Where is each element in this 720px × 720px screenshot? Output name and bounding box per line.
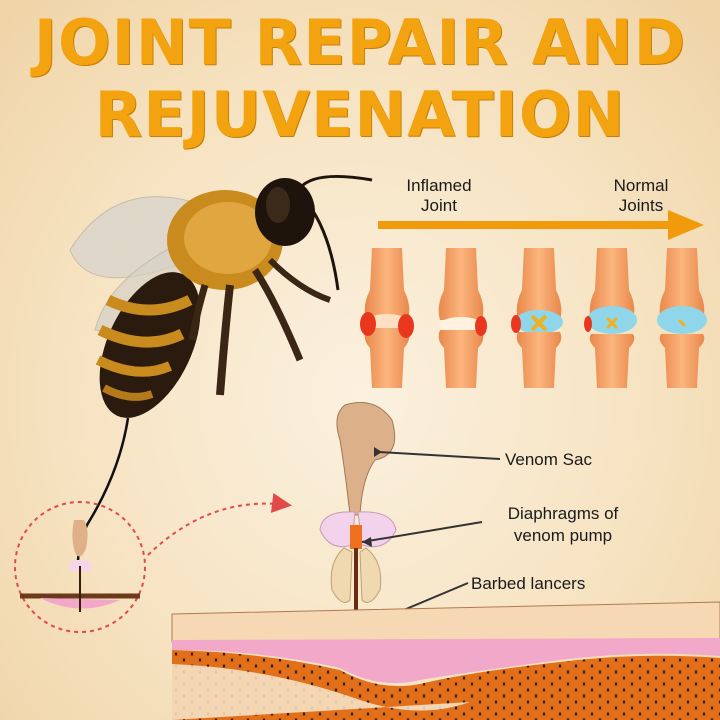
start-label-line-2: Joint <box>421 196 457 215</box>
joint-stage-5 <box>657 248 707 388</box>
stinger-apparatus <box>319 402 397 672</box>
zoom-circle <box>14 501 146 633</box>
start-label-line-1: Inflamed <box>406 176 472 195</box>
zoom-arrow <box>147 493 292 556</box>
end-label-line-1: Normal <box>613 176 669 195</box>
joint-stage-3 <box>511 248 563 388</box>
honeybee <box>69 174 373 561</box>
joint-stage-4 <box>584 248 637 388</box>
skin-cross-section <box>171 601 720 720</box>
page-title-line-1: JOINT REPAIR AND <box>33 6 687 79</box>
diaphragms-label-line-2: venom pump <box>513 526 613 545</box>
progression-arrow <box>378 210 704 240</box>
end-label-line-2: Joints <box>618 196 664 215</box>
page-title-line-2: REJUVENATION <box>94 78 626 151</box>
progression-end-label: Normal Joints <box>596 176 686 216</box>
pointer-venom-sac <box>377 451 501 460</box>
diaphragms-label: Diaphragms of venom pump <box>488 503 638 547</box>
venom-sac-label: Venom Sac <box>505 450 592 469</box>
joint-stage-1 <box>360 248 414 388</box>
progression-start-label: Inflamed Joint <box>394 176 484 216</box>
barbed-lancers-label: Barbed lancers <box>471 574 586 593</box>
diaphragms-label-line-1: Diaphragms of <box>507 504 619 523</box>
pointer-diaphragms <box>361 521 483 543</box>
joint-stage-2 <box>438 248 487 388</box>
